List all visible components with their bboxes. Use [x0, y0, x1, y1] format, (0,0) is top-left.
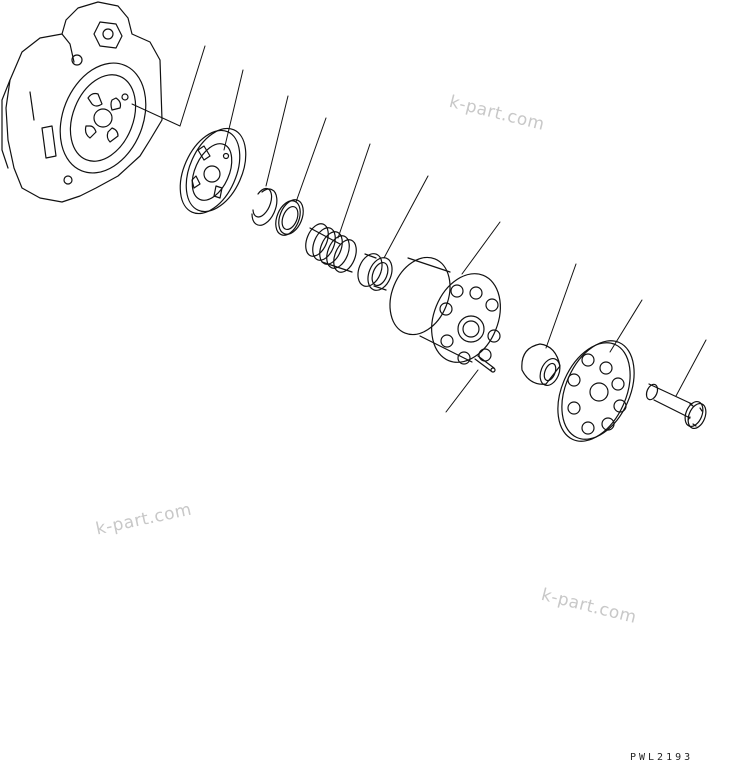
- leader-lines: [132, 46, 706, 412]
- collar: [353, 250, 396, 294]
- drawing-code: PWL2193: [630, 752, 694, 763]
- leader-spherical-bushing: [546, 264, 576, 348]
- cylinder-block: [379, 248, 513, 372]
- spherical-bushing: [522, 344, 564, 388]
- leader-spline-shaft: [676, 340, 706, 396]
- pin: [475, 356, 495, 372]
- leader-washer: [296, 118, 326, 202]
- leader-cylinder-block: [462, 222, 500, 274]
- washer: [271, 196, 308, 239]
- leader-pin-1: [180, 46, 205, 126]
- snap-ring: [252, 188, 277, 225]
- spline-shaft: [644, 383, 709, 431]
- leader-snap-ring: [266, 96, 288, 186]
- spring: [301, 220, 360, 275]
- retainer-plate: [544, 329, 649, 452]
- leader-housing-pin: [132, 104, 180, 126]
- motor-housing: [2, 2, 162, 202]
- leader-retainer-plate: [610, 300, 642, 352]
- leader-collar: [384, 176, 428, 258]
- leader-pin-2: [446, 370, 478, 412]
- leader-spring: [338, 144, 370, 238]
- valve-plate: [168, 119, 257, 223]
- leader-valve-plate: [224, 70, 243, 150]
